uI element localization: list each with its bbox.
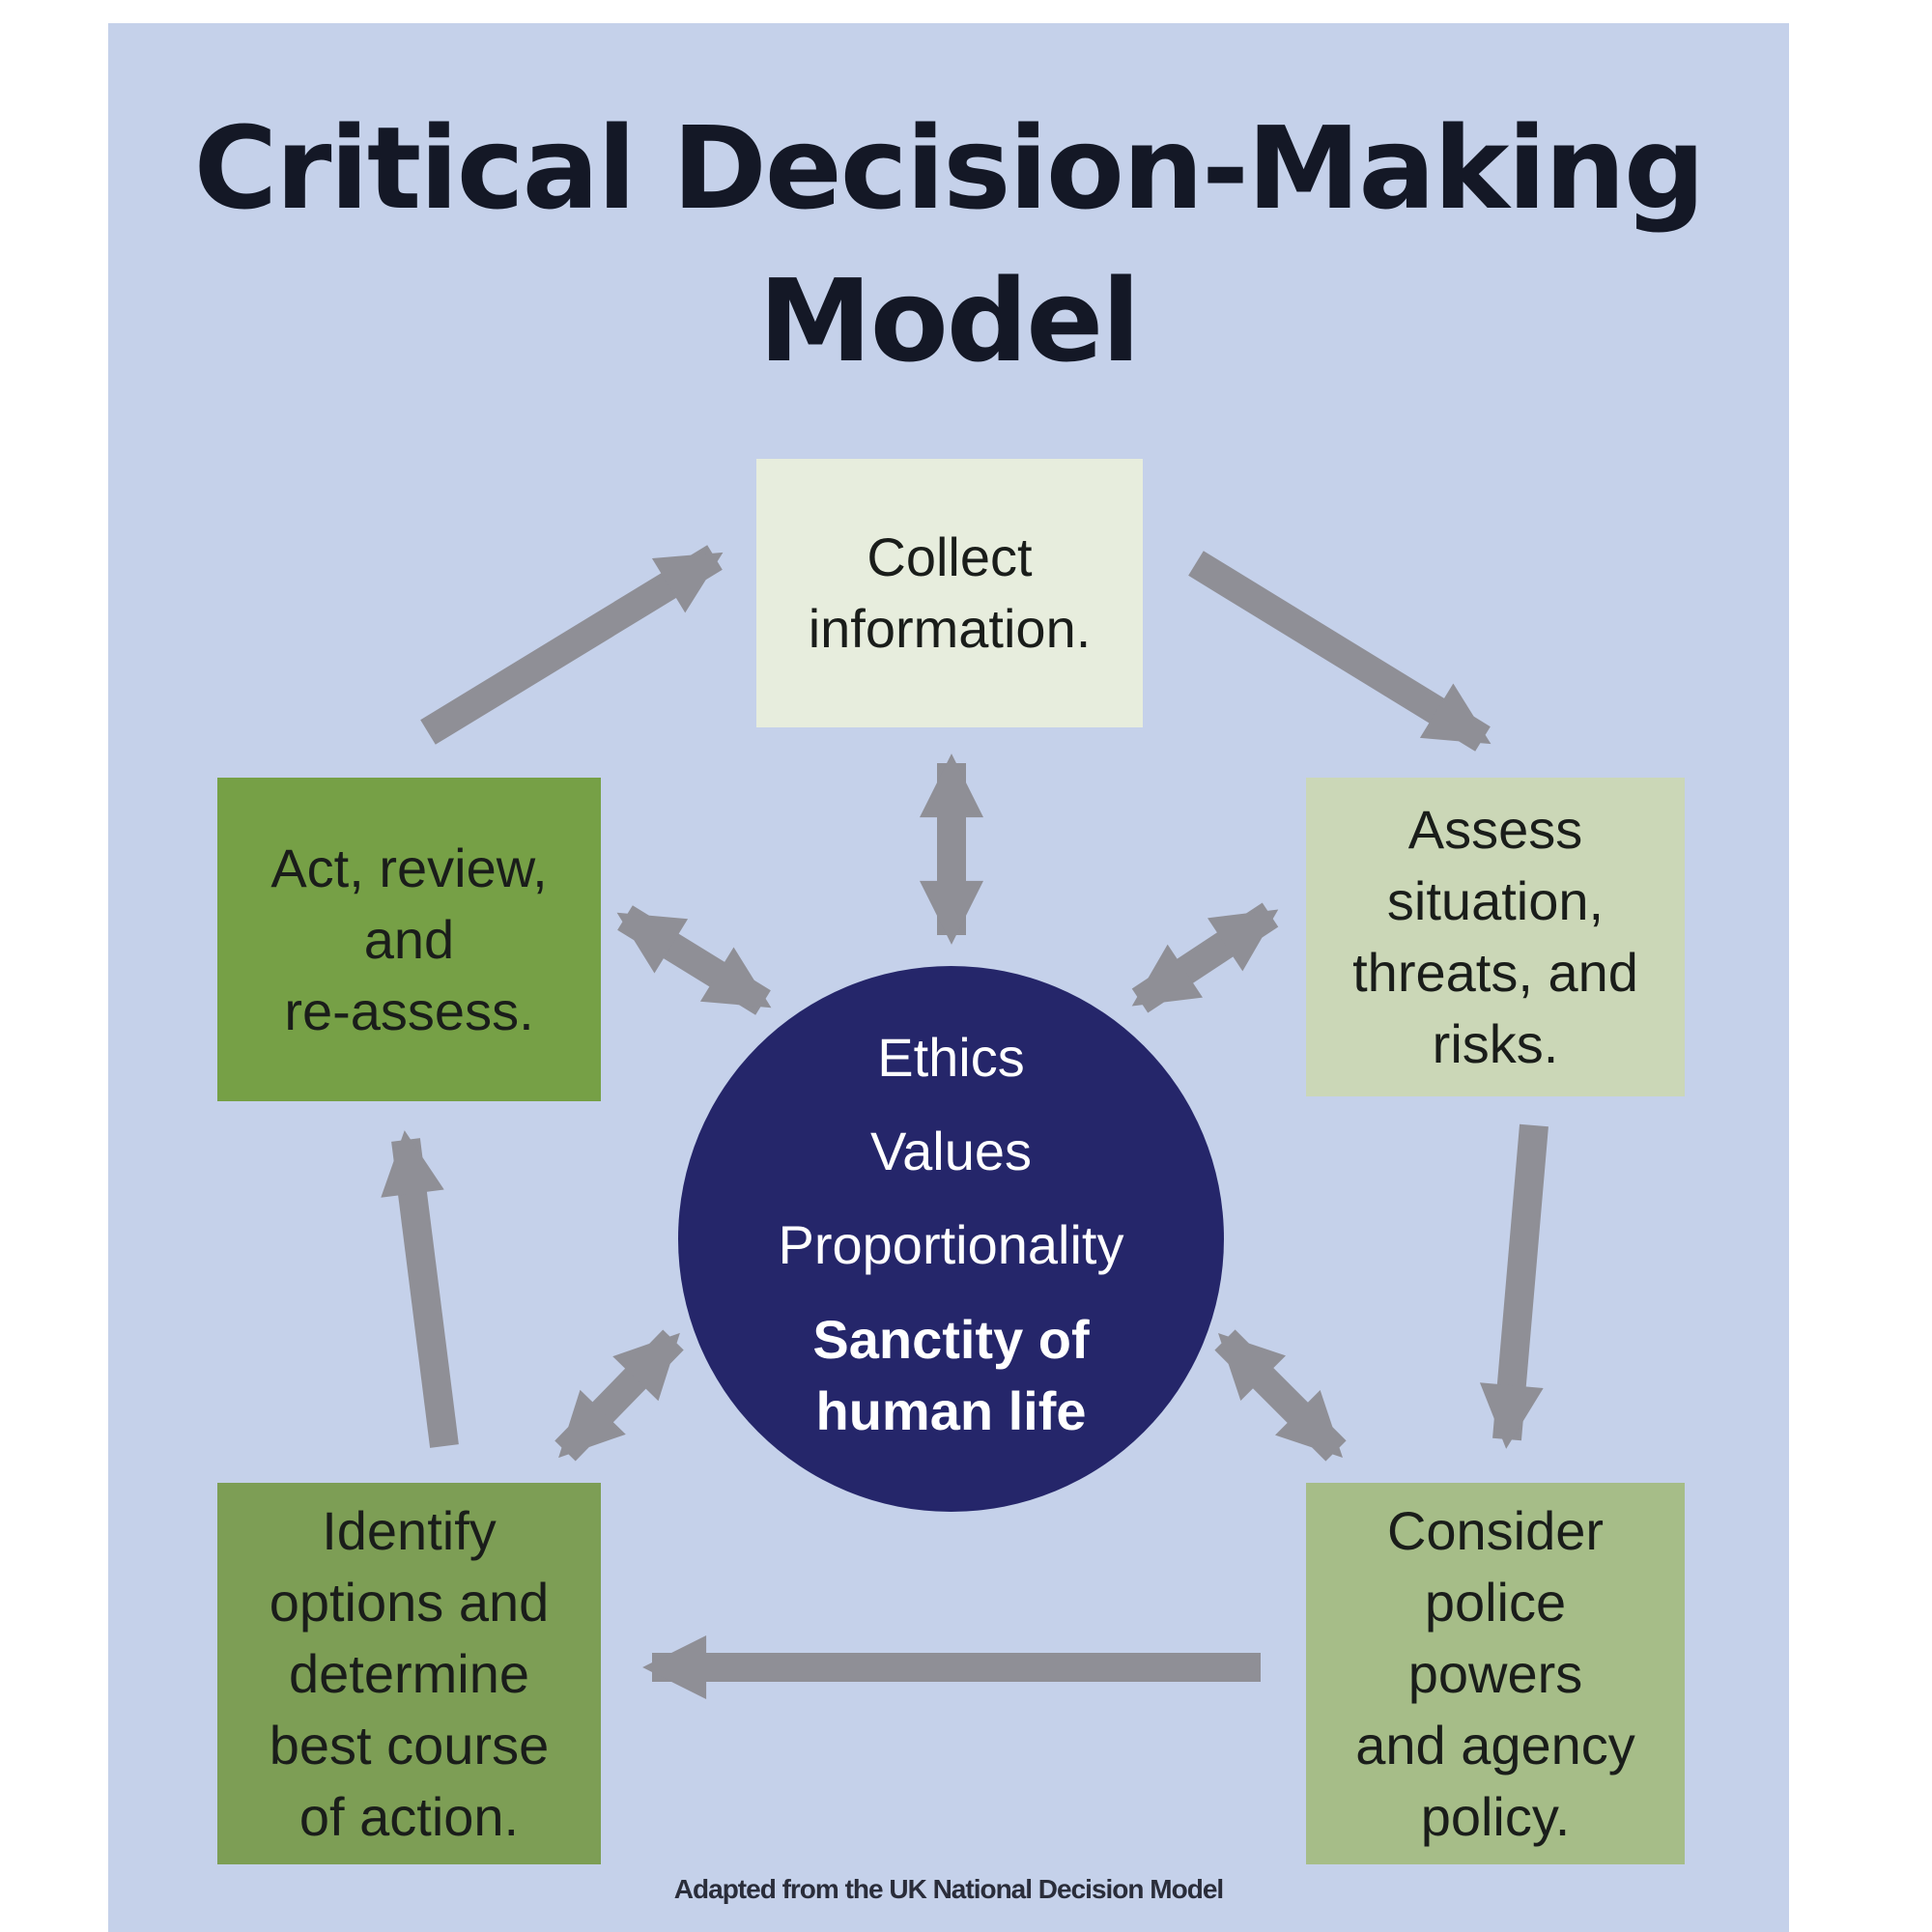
arrow-act-to-collect	[420, 545, 724, 745]
core-values: Values	[869, 1121, 1033, 1181]
title-line-1: Critical Decision-Making	[193, 101, 1706, 235]
core-proportionality: Proportionality	[778, 1214, 1124, 1275]
step-collect-label: Collect information.	[808, 526, 1092, 659]
step-identify-label: Identify options and determine best cour…	[269, 1499, 550, 1847]
core-ethics: Ethics	[877, 1027, 1025, 1088]
arrow-core-act	[616, 905, 772, 1015]
arrow-collect-to-assess	[1188, 551, 1492, 752]
core-sanctity-of-life: Sanctity of human life	[678, 1304, 1224, 1447]
step-identify-options: Identify options and determine best cour…	[217, 1483, 601, 1864]
arrow-assess-to-consider	[1479, 1123, 1548, 1449]
diagram-title: Critical Decision-Making Model	[108, 92, 1789, 397]
step-consider-label: Consider police powers and agency policy…	[1355, 1499, 1635, 1847]
source-credit: Adapted from the UK National Decision Mo…	[673, 1874, 1224, 1904]
title-line-2: Model	[758, 254, 1140, 387]
arrow-core-assess	[1131, 902, 1279, 1013]
step-act-label: Act, review, and re-assess.	[270, 837, 548, 1041]
step-collect-information: Collect information.	[756, 459, 1143, 727]
step-consider-powers-policy: Consider police powers and agency policy…	[1306, 1483, 1685, 1864]
arrow-core-consider	[1214, 1329, 1347, 1462]
arrow-identify-to-act	[381, 1130, 459, 1448]
core-values-circle: Ethics Values Proportionality Sanctity o…	[678, 966, 1224, 1512]
step-assess-label: Assess situation, threats, and risks.	[1352, 799, 1638, 1074]
arrow-core-identify	[554, 1329, 684, 1462]
core-sanctity-label: Sanctity of human life	[812, 1309, 1090, 1441]
step-act-review: Act, review, and re-assess.	[217, 778, 601, 1101]
step-assess-situation: Assess situation, threats, and risks.	[1306, 778, 1685, 1096]
